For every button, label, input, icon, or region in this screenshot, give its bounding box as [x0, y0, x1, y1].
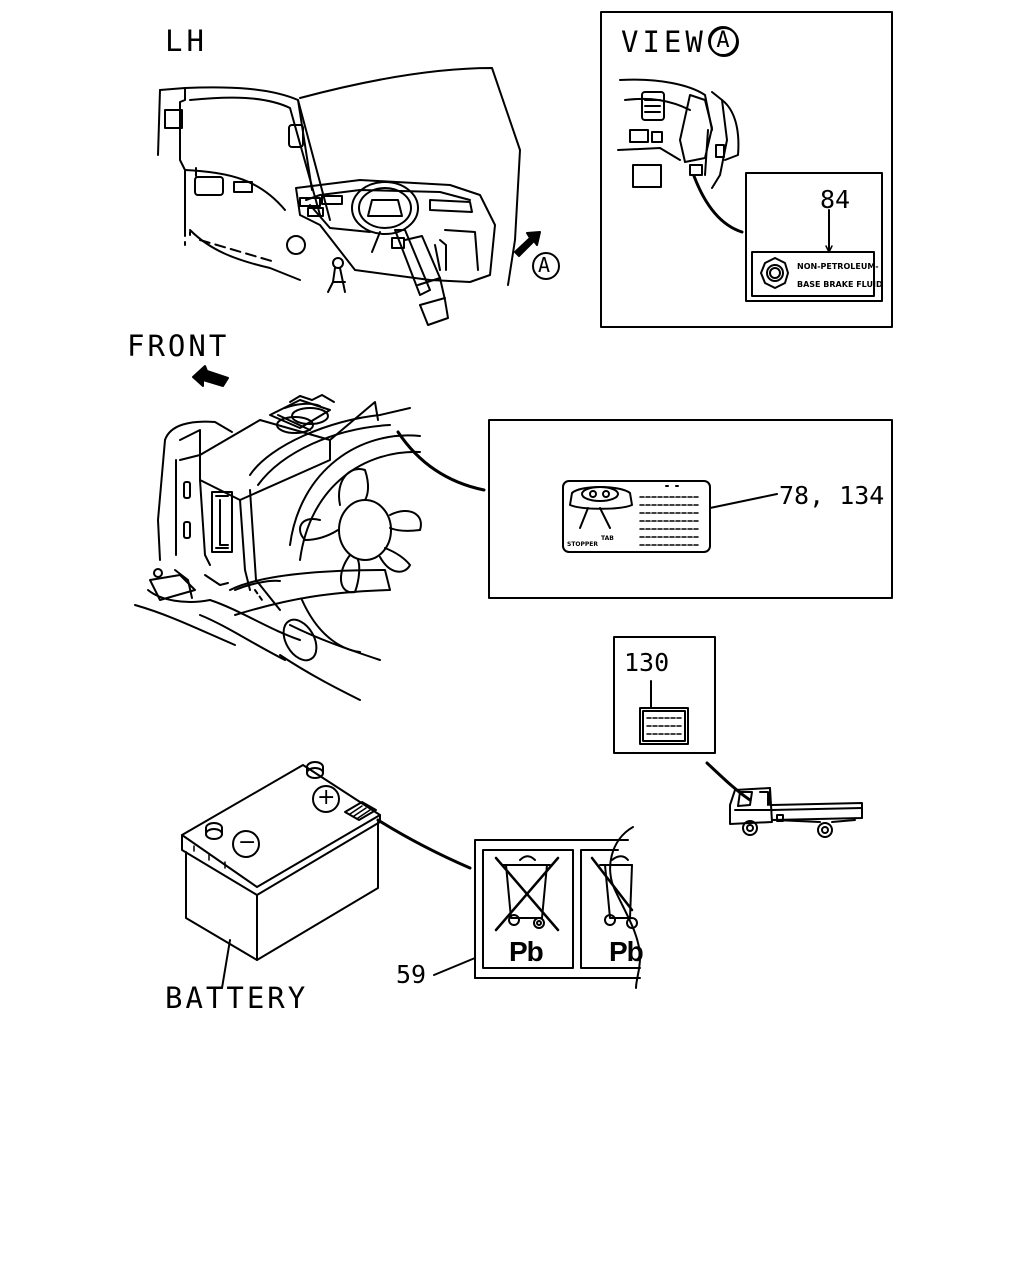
view-a-letter: A — [708, 26, 738, 56]
cab-interior-drawing — [157, 67, 541, 326]
pb-label-2: Pb — [609, 936, 644, 967]
radiator-label-panel — [488, 419, 893, 599]
brake-label-line2: BASE BRAKE FLUID — [797, 280, 883, 289]
view-label: VIEW — [621, 25, 707, 59]
callout-59: 59 — [396, 960, 427, 989]
arrow-a-letter: A — [538, 253, 551, 277]
brake-label-line1: NON-PETROLEUM- — [797, 262, 879, 271]
callout-130: 130 — [624, 648, 670, 677]
label-130-panel — [613, 636, 752, 802]
radiator-drawing — [134, 394, 486, 701]
pb-label-1: Pb — [509, 936, 544, 967]
front-arrow — [192, 365, 229, 387]
recycle-label-panel — [433, 826, 641, 989]
callout-84: 84 — [820, 185, 851, 214]
front-label: FRONT — [127, 329, 230, 363]
battery-drawing — [181, 761, 472, 989]
tab-label: TAB — [601, 535, 614, 542]
view-a-circle — [532, 252, 560, 280]
battery-label: BATTERY — [165, 981, 309, 1015]
minus-sign: − — [238, 830, 257, 855]
truck-drawing — [729, 787, 863, 838]
stopper-label: STOPPER — [567, 541, 599, 548]
callout-78-134: 78, 134 — [779, 481, 885, 510]
plus-sign: + — [317, 785, 336, 810]
lh-label: LH — [165, 24, 208, 58]
